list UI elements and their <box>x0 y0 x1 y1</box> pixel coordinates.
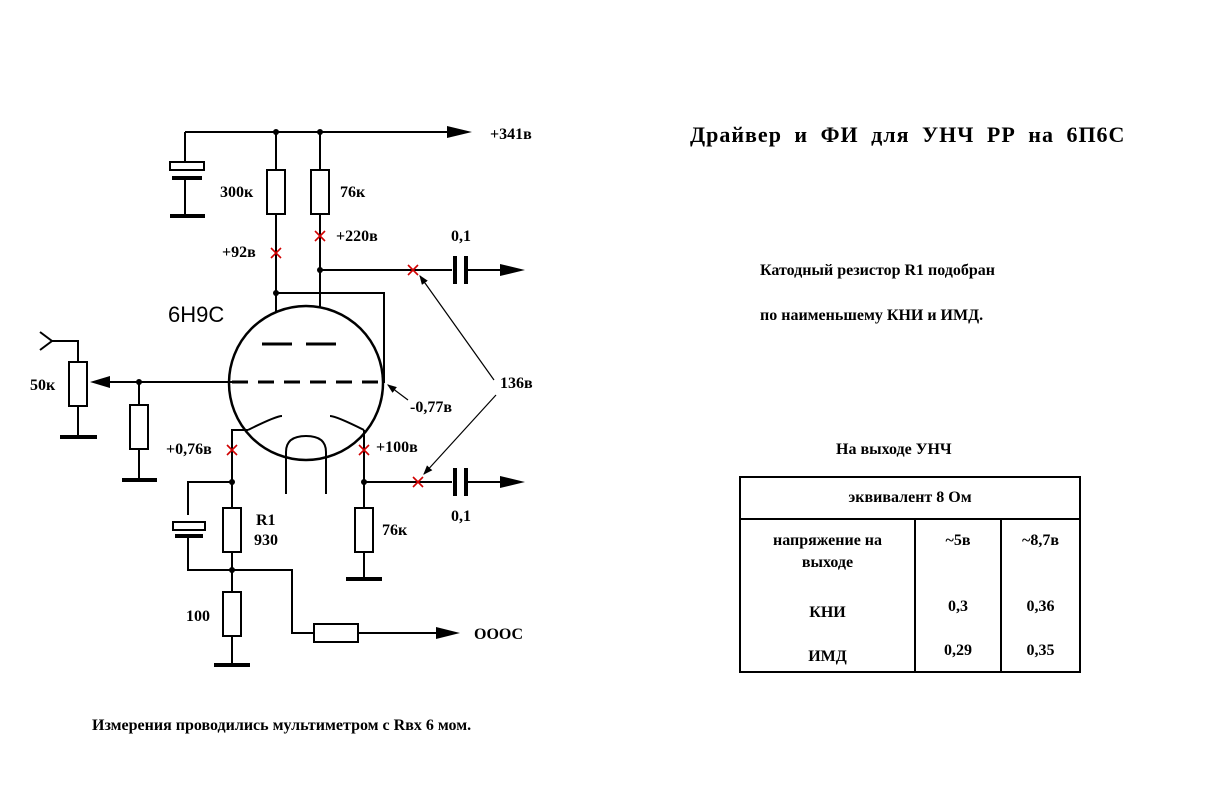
measure-point-plate2 <box>314 230 326 242</box>
feedback-label: ОООС <box>474 626 523 643</box>
tube-label: 6Н9С <box>168 302 224 327</box>
r-plate1-label: 300к <box>220 184 254 201</box>
table-col-b: ~8,7в 0,36 0,35 <box>1000 518 1081 673</box>
v-plate2-label: +220в <box>336 228 378 245</box>
v-point-label: 136в <box>500 375 533 392</box>
note-line-2: по наименьшему КНИ и ИМД. <box>760 307 984 324</box>
table-caption: На выходе УНЧ <box>836 441 952 458</box>
v-cathode2-label: +100в <box>376 439 418 456</box>
measurement-points <box>226 230 424 488</box>
table-header-row: эквивалент 8 Ом <box>739 476 1081 520</box>
row-label-voltage: напряжение на выходе <box>772 532 883 571</box>
cell-voltage-a: ~5в <box>945 532 971 549</box>
supply-filter-capacitor <box>169 132 205 218</box>
row-label-imd: ИМД <box>808 648 847 665</box>
cathode-left-branch <box>172 429 460 667</box>
note-line-1: Катодный резистор R1 подобран <box>760 262 996 279</box>
cell-voltage-b: ~8,7в <box>1022 532 1059 549</box>
measure-point-out-bottom <box>412 476 424 488</box>
pointer-arrows <box>387 275 497 475</box>
c-out-top-label: 0,1 <box>451 228 471 245</box>
r-plate2-label: 76к <box>340 184 366 201</box>
table-col-a: ~5в 0,3 0,29 <box>914 518 1002 673</box>
v-cathode1-label: +0,76в <box>166 441 212 458</box>
measure-point-cathode1 <box>226 444 238 456</box>
page-title: Драйвер и ФИ для УНЧ РР на 6П6С <box>690 122 1126 147</box>
cell-imd-a: 0,29 <box>944 642 972 659</box>
cathode-right-branch <box>346 430 525 581</box>
pot-label: 50к <box>30 377 56 394</box>
measurement-table: эквивалент 8 Ом напряжение на выходе КНИ… <box>739 476 1081 673</box>
table-header-cell: эквивалент 8 Ом <box>739 476 1081 520</box>
cell-thd-a: 0,3 <box>948 598 968 615</box>
table-row-label-col: напряжение на выходе КНИ ИМД <box>739 518 916 673</box>
v-plate1-label: +92в <box>222 244 256 261</box>
output-top <box>320 256 525 284</box>
supply-rail <box>185 126 472 138</box>
table-row: напряжение на выходе КНИ ИМД ~5в 0,3 0,2… <box>739 518 1081 673</box>
r-cathode2-label: 76к <box>382 522 408 539</box>
cell-thd-b: 0,36 <box>1026 598 1055 615</box>
r1-value-label: 930 <box>254 532 278 549</box>
measure-point-cathode2 <box>358 444 370 456</box>
tube-envelope <box>227 304 385 494</box>
v-grid-label: -0,77в <box>410 399 452 416</box>
c-out-bottom-label: 0,1 <box>451 508 471 525</box>
r1-name-label: R1 <box>256 512 276 529</box>
row-label-thd: КНИ <box>809 604 846 621</box>
plate-resistor-300k <box>266 132 286 344</box>
supply-voltage-label: +341в <box>490 126 532 143</box>
grid-resistor <box>122 382 157 482</box>
cell-imd-b: 0,35 <box>1026 642 1055 659</box>
measure-point-out-top <box>407 264 419 276</box>
measure-point-plate1 <box>270 247 282 259</box>
r-bottom-label: 100 <box>186 608 210 625</box>
footer-note: Измерения проводились мультиметром с Rвх… <box>92 717 472 734</box>
